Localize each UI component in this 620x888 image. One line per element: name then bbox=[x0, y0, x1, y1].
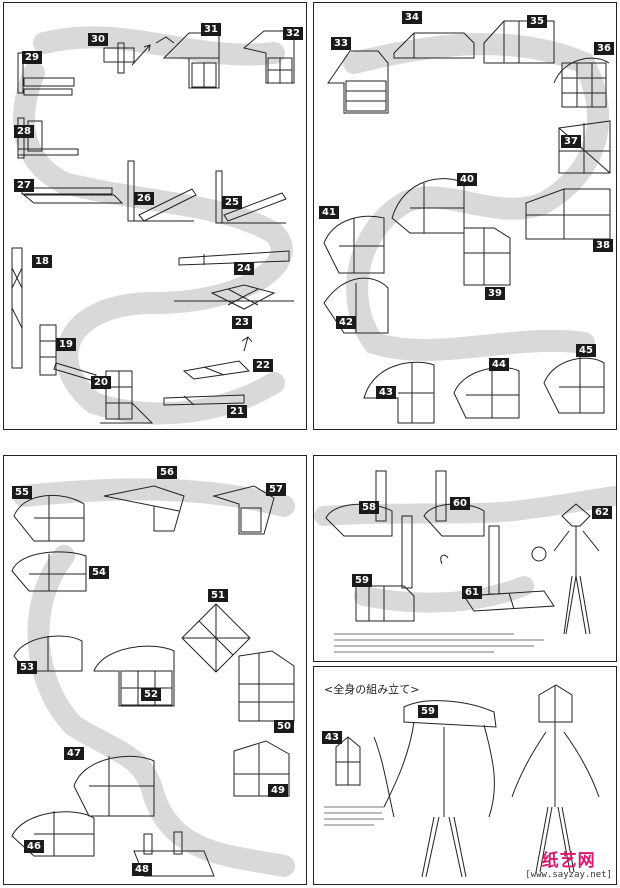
section-title: <全身の組み立て> bbox=[324, 683, 420, 696]
step-number-60: 60 bbox=[450, 497, 470, 510]
step-number-26: 26 bbox=[134, 192, 154, 205]
step-number-24: 24 bbox=[234, 262, 254, 275]
step-number-47: 47 bbox=[64, 747, 84, 760]
step-number-32: 32 bbox=[283, 27, 303, 40]
step-number-54: 54 bbox=[89, 566, 109, 579]
step-number-37: 37 bbox=[561, 135, 581, 148]
step-number-48: 48 bbox=[132, 863, 152, 876]
diagram-steps-46-57 bbox=[11, 478, 295, 877]
step-number-50: 50 bbox=[274, 720, 294, 733]
step-number-59: 59 bbox=[418, 705, 438, 718]
step-number-19: 19 bbox=[56, 338, 76, 351]
step-number-28: 28 bbox=[14, 125, 34, 138]
step-number-29: 29 bbox=[22, 51, 42, 64]
step-number-51: 51 bbox=[208, 589, 228, 602]
step-number-22: 22 bbox=[253, 359, 273, 372]
steps-panel-46-57: 56 55 57 54 51 53 52 50 47 49 46 48 bbox=[3, 455, 307, 885]
watermark-url: [www.sayzay.net] bbox=[525, 870, 612, 880]
site-watermark: 纸艺网 [www.sayzay.net] bbox=[525, 852, 612, 880]
step-number-41: 41 bbox=[319, 206, 339, 219]
diagram-steps-18-32 bbox=[11, 26, 295, 425]
step-number-57: 57 bbox=[266, 483, 286, 496]
step-number-25: 25 bbox=[222, 196, 242, 209]
step-number-23: 23 bbox=[232, 316, 252, 329]
step-number-43: 43 bbox=[322, 731, 342, 744]
step-number-18: 18 bbox=[32, 255, 52, 268]
step-number-35: 35 bbox=[527, 15, 547, 28]
diagram-full-body-assembly bbox=[324, 684, 600, 878]
step-number-55: 55 bbox=[12, 486, 32, 499]
step-number-20: 20 bbox=[91, 376, 111, 389]
steps-panel-18-32: 29 30 31 32 28 27 26 25 18 24 23 19 22 20 21 bbox=[3, 2, 307, 430]
step-number-45: 45 bbox=[576, 344, 596, 357]
step-number-59: 59 bbox=[352, 574, 372, 587]
full-body-assembly-panel: <全身の組み立て> 纸艺网 [www.sayzay.net] 59 43 bbox=[313, 666, 617, 885]
step-number-43: 43 bbox=[376, 386, 396, 399]
step-number-49: 49 bbox=[268, 784, 288, 797]
step-number-40: 40 bbox=[457, 173, 477, 186]
step-number-27: 27 bbox=[14, 179, 34, 192]
step-number-42: 42 bbox=[336, 316, 356, 329]
step-number-31: 31 bbox=[201, 23, 221, 36]
step-number-34: 34 bbox=[402, 11, 422, 24]
step-number-36: 36 bbox=[594, 42, 614, 55]
steps-panel-58-62: 58 60 62 59 61 bbox=[313, 455, 617, 662]
step-number-33: 33 bbox=[331, 37, 351, 50]
step-number-21: 21 bbox=[227, 405, 247, 418]
step-number-62: 62 bbox=[592, 506, 612, 519]
step-number-30: 30 bbox=[88, 33, 108, 46]
step-number-46: 46 bbox=[24, 840, 44, 853]
step-number-52: 52 bbox=[141, 688, 161, 701]
step-number-44: 44 bbox=[489, 358, 509, 371]
step-number-56: 56 bbox=[157, 466, 177, 479]
step-number-61: 61 bbox=[462, 586, 482, 599]
watermark-brand: 纸艺网 bbox=[541, 851, 596, 871]
step-number-58: 58 bbox=[359, 501, 379, 514]
step-number-53: 53 bbox=[17, 661, 37, 674]
step-number-39: 39 bbox=[485, 287, 505, 300]
diagram-steps-58-62 bbox=[314, 470, 616, 653]
steps-panel-33-45: 34 35 33 36 37 40 41 38 39 42 45 44 43 bbox=[313, 2, 617, 430]
diagram-steps-33-45 bbox=[323, 20, 611, 424]
step-number-38: 38 bbox=[593, 239, 613, 252]
